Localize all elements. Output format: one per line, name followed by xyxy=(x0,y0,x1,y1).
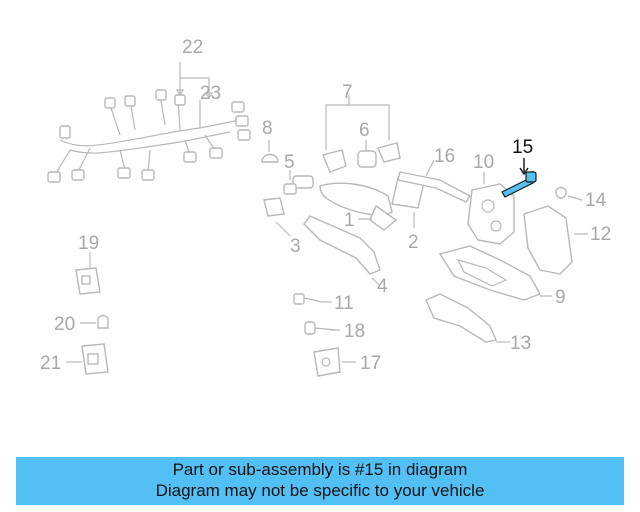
callout-20: 20 xyxy=(54,314,75,335)
wiring-harness-22 xyxy=(47,89,251,183)
part-1-outer-handle xyxy=(319,182,398,231)
callout-18: 18 xyxy=(344,321,365,342)
callout-10: 10 xyxy=(473,152,494,173)
part-14-screw xyxy=(555,186,583,201)
callout-16: 16 xyxy=(434,146,455,167)
callout-14: 14 xyxy=(585,190,607,211)
banner-line-part: Part or sub-assembly is #15 in diagram xyxy=(172,460,468,479)
part-8-grommet xyxy=(261,140,279,163)
callout-22: 22 xyxy=(182,37,203,58)
callout-5: 5 xyxy=(284,152,295,173)
part-12-cover xyxy=(523,205,588,275)
part-9-inner-frame xyxy=(438,245,552,301)
callout-3: 3 xyxy=(290,236,301,257)
part-20-bolt xyxy=(80,314,109,329)
callout-12: 12 xyxy=(590,224,611,245)
callout-23: 23 xyxy=(200,83,221,104)
part-3-gasket xyxy=(263,197,291,237)
part-5-lock-cylinder xyxy=(283,170,314,195)
part-7-handle-pieces xyxy=(322,95,401,173)
part-10-latch xyxy=(467,172,515,245)
callout-19: 19 xyxy=(78,233,99,254)
part-15-highlighted-rod xyxy=(501,158,537,198)
part-21-hinge xyxy=(66,343,109,375)
part-6-cap xyxy=(357,140,377,168)
banner-line-disclaimer: Diagram may not be specific to your vehi… xyxy=(155,481,485,500)
part-2-seal xyxy=(391,177,425,228)
callout-1: 1 xyxy=(344,210,355,231)
callout-2: 2 xyxy=(408,232,419,253)
callout-6: 6 xyxy=(359,120,370,141)
callout-13: 13 xyxy=(510,333,531,354)
part-4-bracket xyxy=(303,215,381,275)
callout-17: 17 xyxy=(360,353,381,374)
part-11-bolt xyxy=(293,293,332,305)
callout-9: 9 xyxy=(555,287,566,308)
part-19-hinge xyxy=(75,252,101,295)
callout-7: 7 xyxy=(342,82,353,103)
parts-diagram: 22 23 8 5 7 6 16 10 15 14 12 1 2 3 4 9 1… xyxy=(40,37,611,377)
callout-15: 15 xyxy=(512,137,533,158)
callout-21: 21 xyxy=(40,353,61,374)
part-17-striker xyxy=(313,347,356,377)
info-banner: Part or sub-assembly is #15 in diagram D… xyxy=(16,457,624,505)
part-18-screw xyxy=(304,321,340,335)
callout-11: 11 xyxy=(334,293,354,314)
callout-4: 4 xyxy=(377,276,388,297)
part-13-bracket xyxy=(425,293,510,343)
part-16-rod xyxy=(397,159,472,203)
callout-8: 8 xyxy=(262,118,273,139)
